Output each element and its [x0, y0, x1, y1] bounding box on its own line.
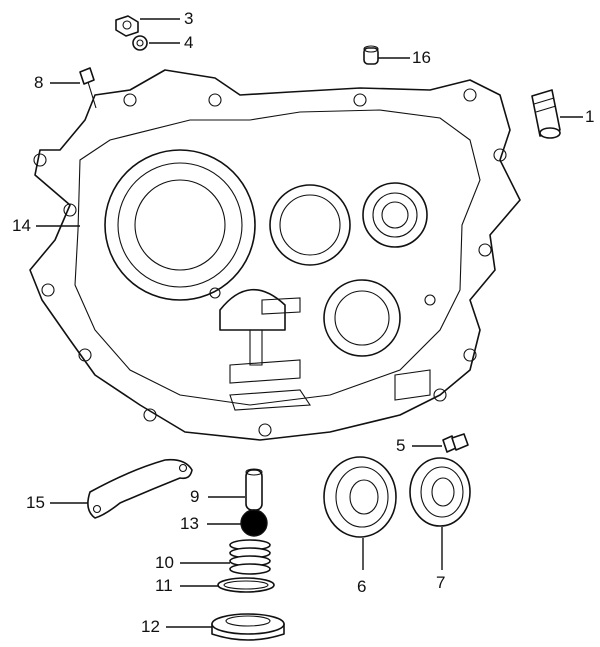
callout-12: 12 — [141, 617, 160, 636]
part-15-guide-plate — [87, 458, 193, 519]
part-16-dowel — [363, 45, 379, 65]
part-10-spring — [229, 539, 271, 575]
callout-3: 3 — [184, 9, 194, 28]
part-11-o-ring — [217, 577, 275, 593]
leader-lines — [36, 18, 583, 628]
callout-13: 13 — [180, 514, 199, 533]
callout-6: 6 — [357, 577, 367, 596]
part-8-screw — [79, 67, 97, 109]
part-9-pin — [245, 468, 263, 511]
callout-10: 10 — [155, 553, 174, 572]
callout-16: 16 — [412, 48, 431, 67]
part-6-large-bearing — [323, 456, 397, 538]
callout-9: 9 — [190, 487, 200, 506]
part-5-screw — [442, 433, 469, 453]
callout-15: 15 — [26, 493, 45, 512]
part-4-washer — [132, 35, 148, 51]
callout-11: 11 — [155, 576, 173, 595]
callout-1: 1 — [585, 107, 595, 126]
part-3-nut — [115, 15, 139, 37]
part-13-ball — [240, 509, 268, 537]
callout-7: 7 — [436, 573, 446, 592]
crankcase-half — [29, 69, 521, 441]
callout-4: 4 — [184, 33, 194, 52]
callout-8: 8 — [34, 73, 44, 92]
callout-14: 14 — [12, 216, 31, 235]
callout-5: 5 — [396, 436, 406, 455]
part-12-cap — [211, 613, 285, 641]
part-7-small-bearing — [409, 457, 471, 527]
part-1-dowel-sleeve — [531, 89, 561, 139]
